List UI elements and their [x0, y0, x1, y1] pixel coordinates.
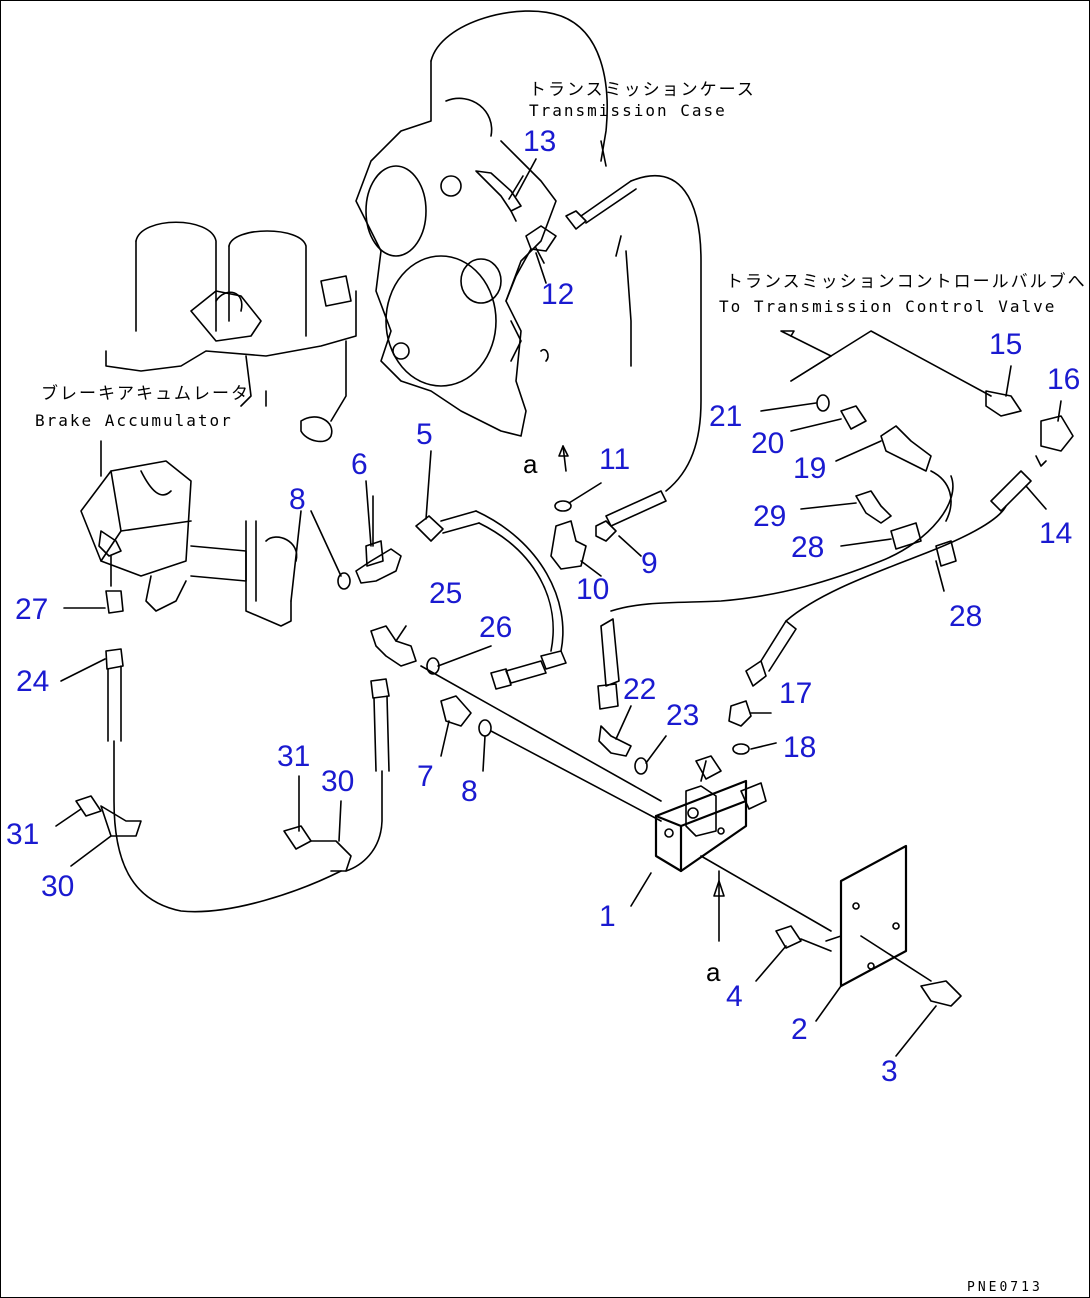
- callout-7[interactable]: 7: [417, 760, 434, 793]
- callout-9[interactable]: 9: [641, 547, 658, 580]
- callout-30-right[interactable]: 30: [321, 765, 354, 798]
- transmission-case-label-en: Transmission Case: [529, 101, 727, 120]
- callout-31-right[interactable]: 31: [277, 740, 310, 773]
- right-hoses: [728, 390, 1074, 755]
- view-arrow-bottom: [713, 870, 725, 942]
- callout-18[interactable]: 18: [783, 731, 816, 764]
- callout-12[interactable]: 12: [541, 278, 574, 311]
- accumulator-valve: [80, 460, 302, 627]
- main-valve-block: [654, 755, 767, 873]
- control-valve-label-en: To Transmission Control Valve: [719, 297, 1056, 316]
- callout-6[interactable]: 6: [351, 448, 368, 481]
- hose-25-30: [283, 625, 417, 872]
- callout-23[interactable]: 23: [666, 699, 699, 732]
- hose-22: [597, 475, 954, 775]
- brake-accumulator-label-en: Brake Accumulator: [35, 411, 233, 430]
- callout-20[interactable]: 20: [751, 427, 784, 460]
- brake-accumulator-label-jp: ブレーキアキュムレータ: [41, 383, 250, 404]
- control-valve-label-jp: トランスミッションコントロールバルブへ: [726, 271, 1087, 292]
- brake-accumulator: [105, 221, 357, 443]
- bracket-2: [775, 844, 962, 1007]
- callout-30-left[interactable]: 30: [41, 870, 74, 903]
- callout-3[interactable]: 3: [881, 1055, 898, 1088]
- part-6-connector: [337, 495, 402, 590]
- callout-28-lower[interactable]: 28: [949, 600, 982, 633]
- callout-31-left[interactable]: 31: [6, 818, 39, 851]
- callout-1[interactable]: 1: [599, 900, 616, 933]
- left-hose-24: [75, 555, 342, 913]
- callout-14[interactable]: 14: [1039, 517, 1072, 550]
- drawing-code: PNE0713: [967, 1280, 1043, 1295]
- callout-11[interactable]: 11: [599, 443, 630, 476]
- leader-lines: [55, 158, 1062, 1057]
- part-10-11: [550, 445, 587, 570]
- callout-2[interactable]: 2: [791, 1013, 808, 1046]
- hose-5: [415, 510, 567, 690]
- callout-8-lower[interactable]: 8: [461, 775, 478, 808]
- callout-24[interactable]: 24: [16, 665, 49, 698]
- part-12-sensor: [505, 225, 557, 302]
- callout-5[interactable]: 5: [416, 418, 433, 451]
- hose-21: [565, 175, 702, 542]
- transmission-case: [355, 10, 608, 437]
- part-13-sensor: [475, 170, 524, 222]
- callout-28-upper[interactable]: 28: [791, 531, 824, 564]
- callout-22[interactable]: 22: [623, 673, 656, 706]
- callout-15[interactable]: 15: [989, 328, 1022, 361]
- callout-16[interactable]: 16: [1047, 363, 1080, 396]
- callout-29[interactable]: 29: [753, 500, 786, 533]
- alignment-lines: [420, 665, 932, 982]
- control-valve-leader: [780, 330, 992, 397]
- part-7-8: [426, 657, 492, 737]
- callout-4[interactable]: 4: [726, 980, 743, 1013]
- callout-19[interactable]: 19: [793, 452, 826, 485]
- callout-10[interactable]: 10: [576, 573, 609, 606]
- callout-numbers: 1 2 3 4 5 6 7 8 8 9 10 11 12 13 14 15 16…: [6, 125, 1080, 1088]
- view-mark-a-top: a: [523, 449, 538, 479]
- callout-21[interactable]: 21: [709, 400, 742, 433]
- view-mark-a-bottom: a: [706, 957, 721, 987]
- accumulator-label-bracket: [100, 390, 267, 477]
- callout-17[interactable]: 17: [779, 677, 812, 710]
- callout-27[interactable]: 27: [15, 593, 48, 626]
- callout-13[interactable]: 13: [523, 125, 556, 158]
- callout-25[interactable]: 25: [429, 577, 462, 610]
- transmission-case-label-jp: トランスミッションケース: [529, 80, 756, 100]
- callout-26[interactable]: 26: [479, 611, 512, 644]
- callout-8-upper[interactable]: 8: [289, 483, 306, 516]
